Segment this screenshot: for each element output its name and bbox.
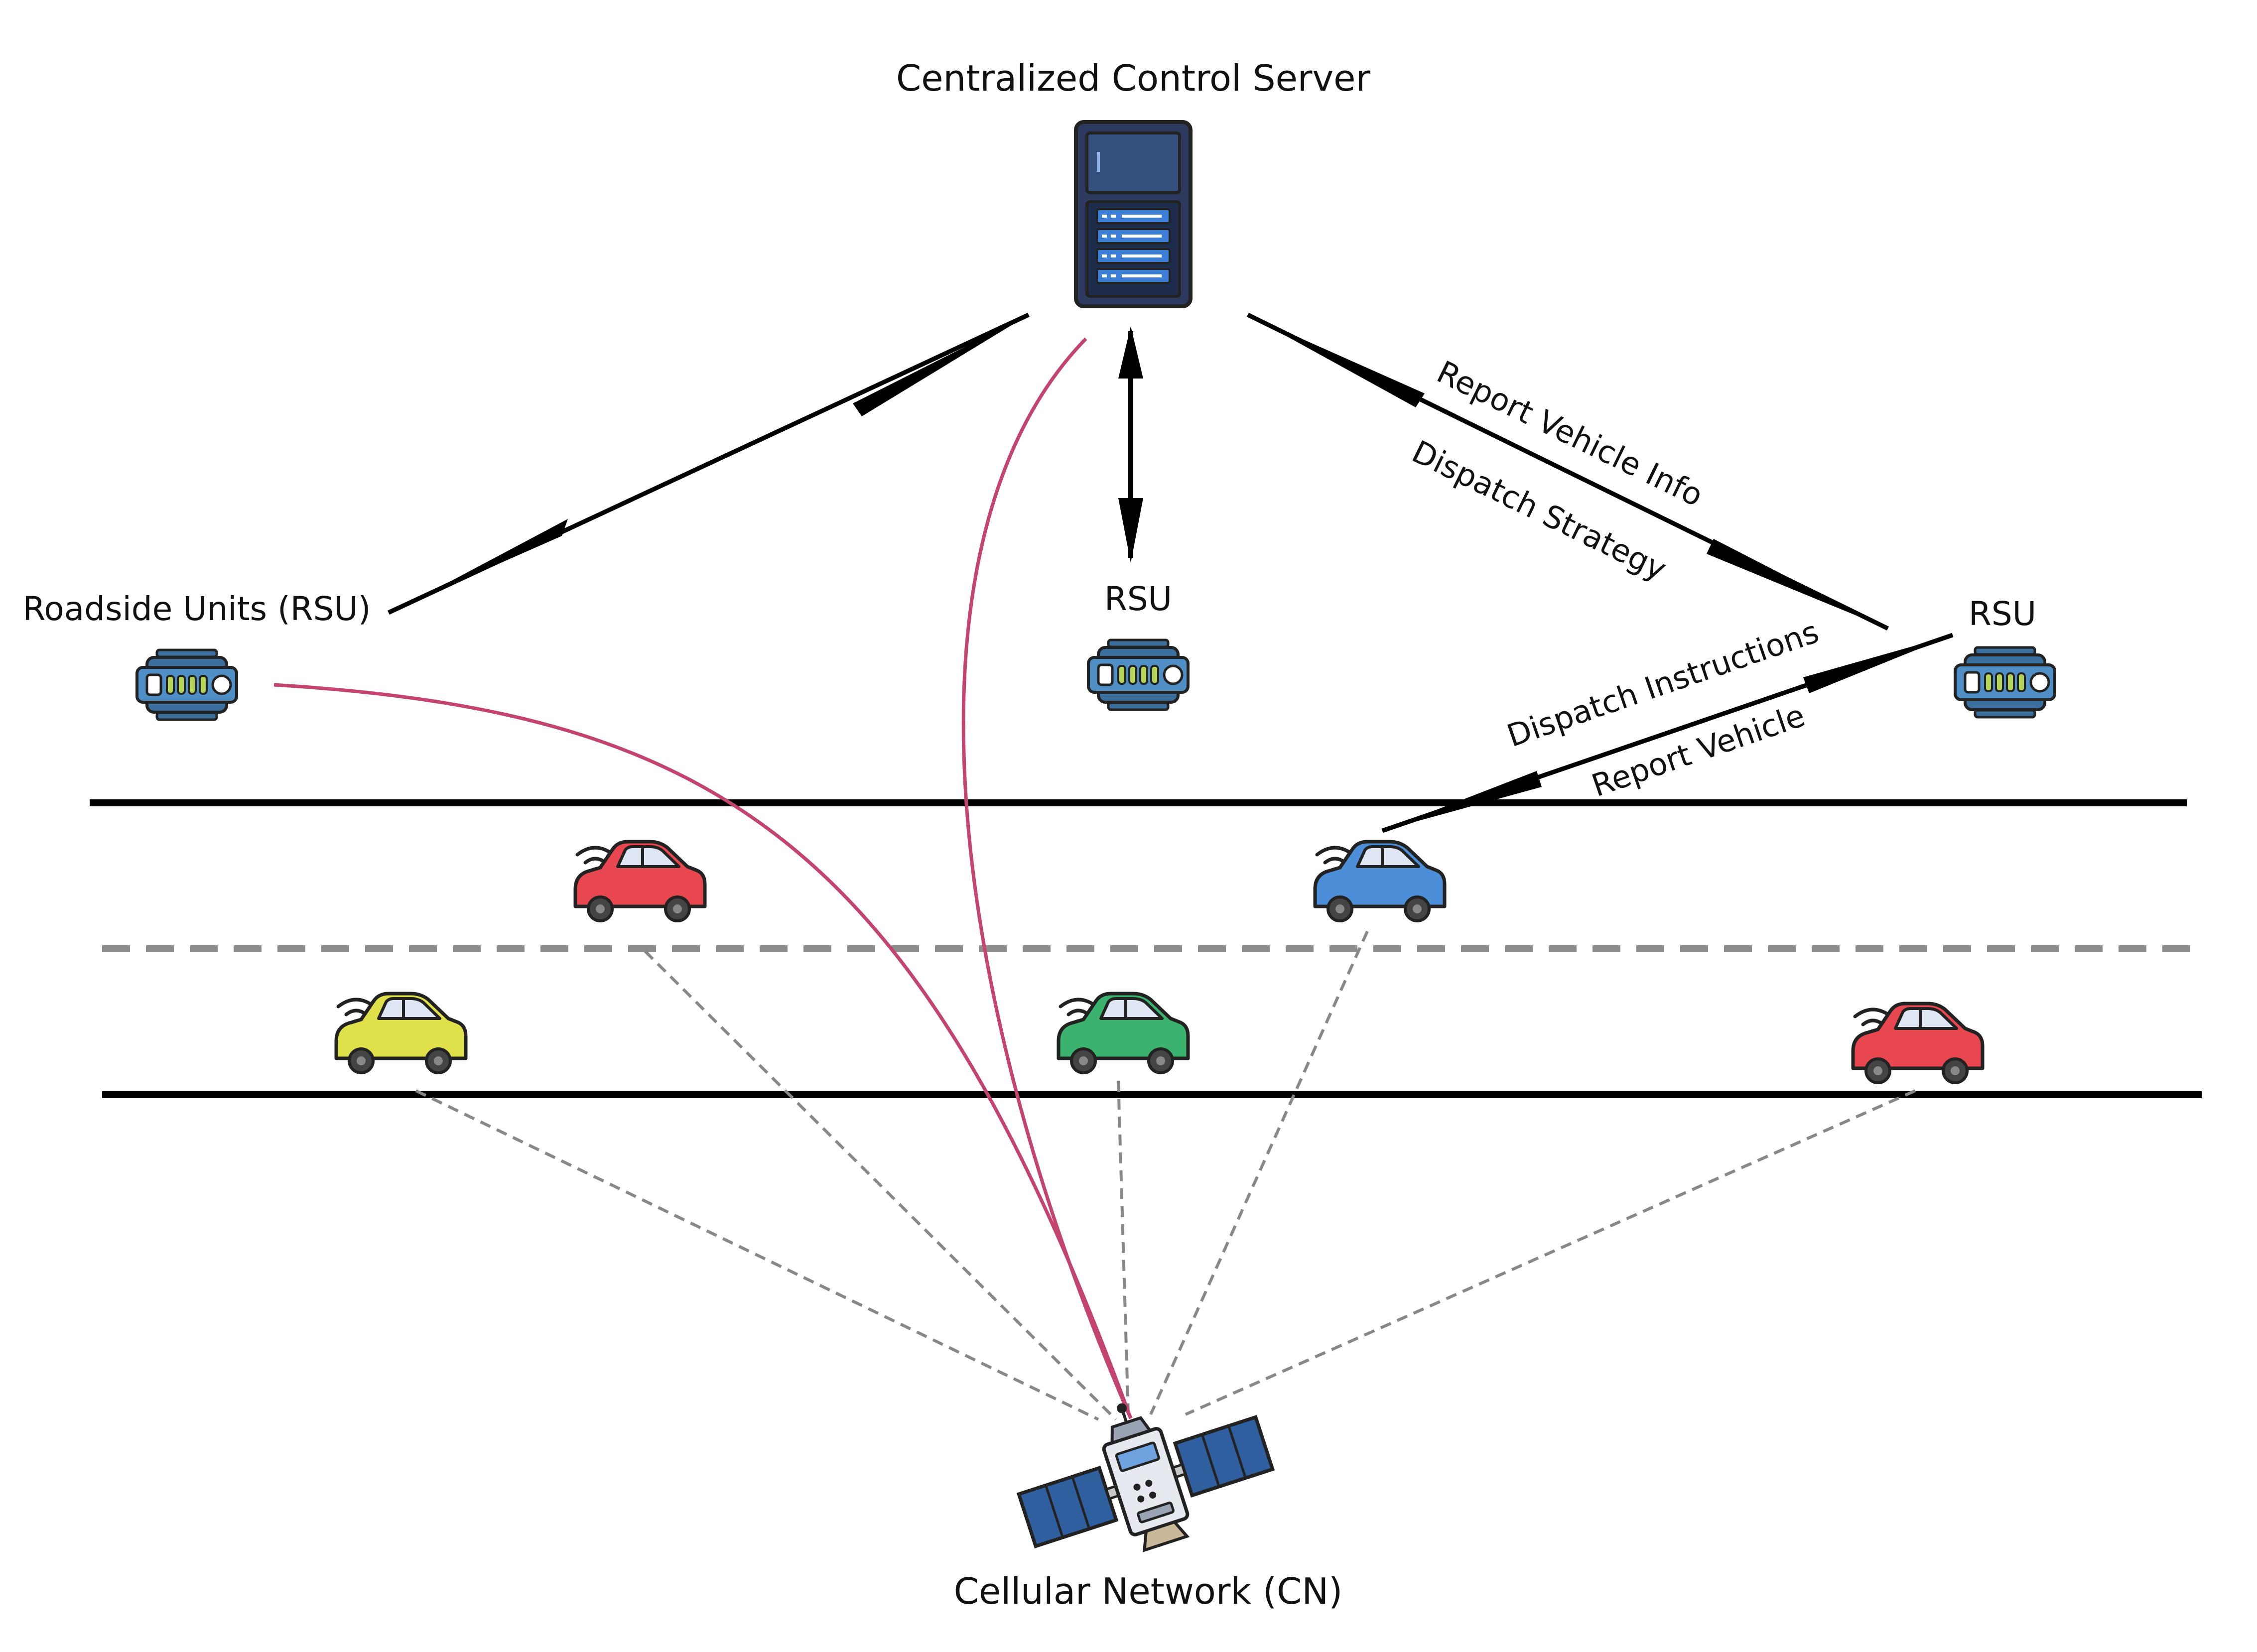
car-icon: [1853, 1004, 1983, 1083]
car-icon: [336, 994, 466, 1073]
satellite-icon: [1016, 1403, 1275, 1552]
label-server: Centralized Control Server: [896, 57, 1371, 99]
cellular-link-rsu: [273, 683, 1133, 1419]
label-rsu-right: RSU: [1969, 595, 2036, 633]
arrowhead: [408, 519, 568, 604]
arrowhead: [1803, 635, 1953, 693]
car-icon: [1059, 994, 1188, 1073]
car-red-1: [575, 842, 705, 921]
link-red-car-1: [644, 950, 1117, 1421]
arrowhead: [853, 315, 1029, 416]
arrowhead: [1382, 771, 1542, 831]
label-rsu-left: Roadside Units (RSU): [22, 590, 371, 628]
rsu-center: RSU: [1088, 580, 1188, 710]
car-red-2: [1853, 1004, 1983, 1083]
link-yellow-car: [415, 1089, 1099, 1421]
link-green-car: [1117, 1080, 1130, 1415]
roadside-unit-icon: [1955, 647, 2055, 717]
cellular-link-server: [961, 337, 1133, 1419]
server-rack-icon: [1074, 120, 1193, 308]
cellular-links: [273, 337, 1133, 1419]
car-green: [1059, 994, 1188, 1073]
rsu-left: Roadside Units (RSU): [22, 590, 371, 720]
arrowhead: [1118, 498, 1143, 563]
roadside-unit-icon: [1088, 640, 1188, 710]
road: [90, 799, 2202, 1098]
arrowhead: [1707, 539, 1888, 629]
vehicle-cellular-links: [415, 930, 1916, 1421]
arrows: [388, 312, 1954, 833]
arrowhead: [1118, 326, 1143, 379]
rsu-right: RSU: [1955, 595, 2055, 717]
label-cellular: Cellular Network (CN): [954, 1570, 1343, 1612]
car-icon: [575, 842, 705, 921]
arrowhead: [1248, 315, 1425, 407]
link-blue-car: [1149, 930, 1369, 1415]
roadside-unit-icon: [137, 650, 237, 720]
label-rsu-center: RSU: [1104, 580, 1172, 618]
car-icon: [1315, 842, 1445, 921]
car-blue: [1315, 842, 1445, 921]
link-red-car-2: [1185, 1089, 1916, 1416]
car-yellow: [336, 994, 466, 1073]
